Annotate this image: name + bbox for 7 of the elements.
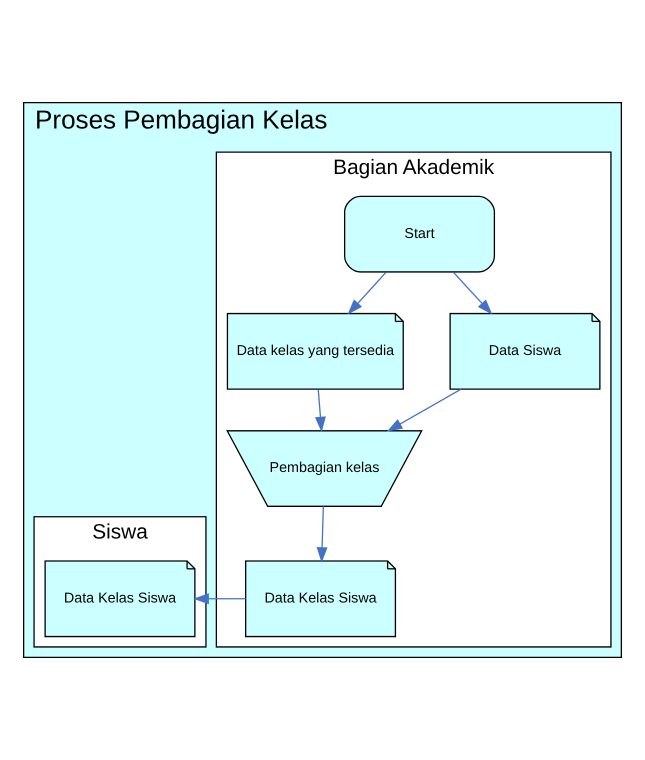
arrow <box>386 388 462 432</box>
arrow <box>452 272 492 315</box>
arrow <box>316 506 328 563</box>
arrow <box>347 272 386 315</box>
arrow <box>314 390 326 432</box>
arrow <box>193 593 246 604</box>
node-box: Start <box>344 196 496 273</box>
